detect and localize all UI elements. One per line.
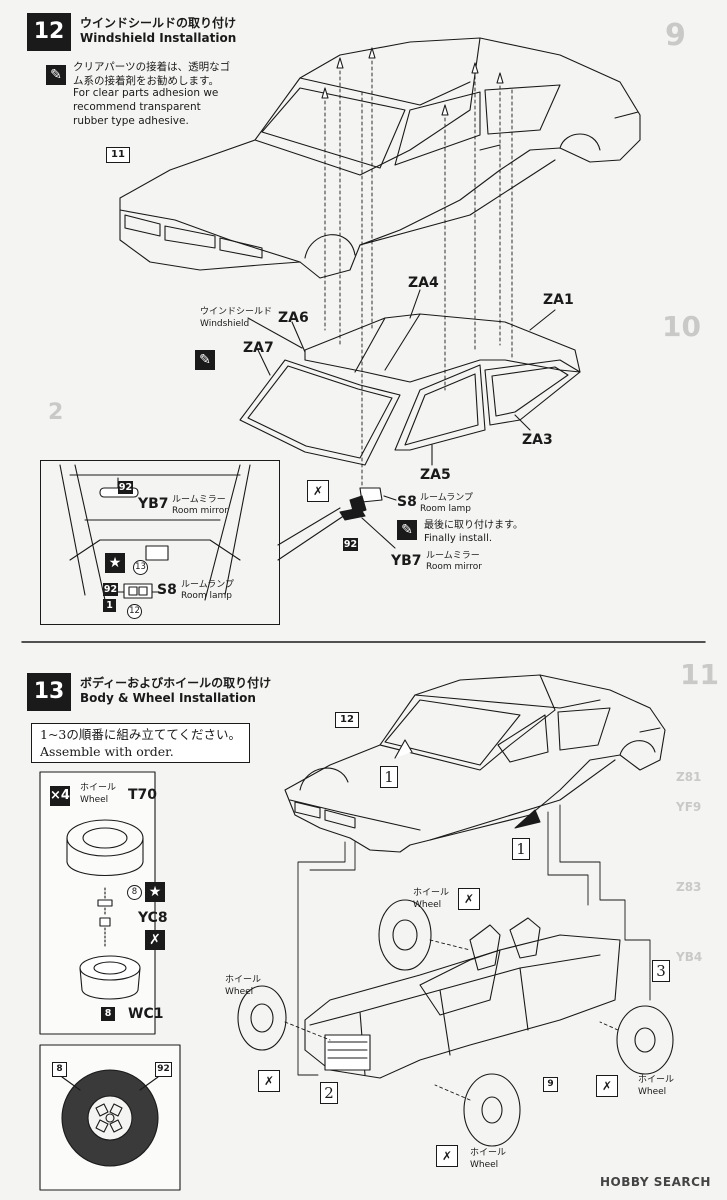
cement-icon: ✗ bbox=[307, 480, 329, 502]
wheel-rear-right bbox=[616, 1005, 674, 1075]
finally-install-en: Finally install. bbox=[424, 533, 493, 544]
assembly-order-jp: 1~3の順番に組み立ててください。 bbox=[40, 727, 242, 742]
chassis-ref-9: 9 bbox=[543, 1077, 558, 1092]
part-za6: ZA6 bbox=[278, 310, 309, 326]
inset-lamp-color-1: 1 bbox=[103, 599, 116, 612]
car-body-12 bbox=[284, 674, 666, 853]
room-lamp-jp: ルームランプ bbox=[420, 493, 474, 503]
star-icon: ★ bbox=[105, 553, 125, 573]
windshield-label-en: Windshield bbox=[200, 319, 250, 329]
ghost-code-3: Z83 bbox=[676, 880, 702, 894]
ghost-code-2: YF9 bbox=[676, 800, 702, 814]
tire-code: T70 bbox=[128, 787, 158, 803]
step-13-title-jp: ボディーおよびホイールの取り付け bbox=[80, 676, 272, 690]
part-za5: ZA5 bbox=[420, 467, 451, 483]
room-lamp-en: Room lamp bbox=[420, 504, 471, 514]
cement-icon-3: ✗ bbox=[458, 888, 480, 910]
ghost-step-10: 10 bbox=[662, 310, 701, 343]
step-12-number: 12 bbox=[27, 13, 71, 51]
inset-mirror-jp: ルームミラー bbox=[172, 495, 226, 505]
step-13-title-en: Body & Wheel Installation bbox=[80, 691, 256, 705]
watermark: HOBBY SEARCH bbox=[600, 1175, 711, 1189]
inset-lamp-color-92: 92 bbox=[103, 583, 118, 596]
wheel-fr-jp: ホイール bbox=[470, 1148, 507, 1158]
wheel-rl-jp: ホイール bbox=[413, 888, 450, 898]
body-ref-11: 11 bbox=[106, 147, 130, 163]
inset-lamp-code: S8 bbox=[157, 582, 177, 598]
ghost-step-11: 11 bbox=[680, 658, 719, 691]
glue-icon-3: ✎ bbox=[397, 520, 417, 540]
wheel-rr-jp: ホイール bbox=[638, 1075, 675, 1085]
adhesive-note-en: For clear parts adhesion we recommend tr… bbox=[73, 87, 219, 127]
inset-lamp-en: Room lamp bbox=[181, 591, 232, 601]
inset-mirror-en: Room mirror bbox=[172, 506, 229, 516]
wheel-front-right bbox=[463, 1073, 521, 1147]
wheel-color-8: 8 bbox=[52, 1062, 67, 1077]
inset-circle-12: 12 bbox=[127, 604, 142, 619]
step-12-title-en: Windshield Installation bbox=[80, 31, 237, 45]
chassis-9 bbox=[304, 917, 621, 1079]
part-za4: ZA4 bbox=[408, 275, 439, 291]
part-za7: ZA7 bbox=[243, 340, 274, 356]
inset-circle-13: 13 bbox=[133, 560, 148, 575]
part-wc1: WC1 bbox=[128, 1006, 164, 1022]
cement-icon-2: ✗ bbox=[145, 930, 165, 950]
inset-lamp-jp: ルームランプ bbox=[181, 580, 235, 590]
ghost-code-4: YB4 bbox=[676, 950, 703, 964]
wheel-label-jp: ホイール bbox=[80, 783, 117, 793]
part-za1: ZA1 bbox=[543, 292, 574, 308]
wheel-front-left bbox=[237, 985, 287, 1051]
windshield-label-jp: ウインドシールド bbox=[200, 307, 273, 317]
wheel-fr-en: Wheel bbox=[470, 1160, 499, 1170]
ghost-code-1: Z81 bbox=[676, 770, 702, 784]
ghost-step-2: 2 bbox=[48, 400, 64, 425]
seq-3: 3 bbox=[652, 960, 670, 982]
wheel-fl-en: Wheel bbox=[225, 987, 254, 997]
body-ref-12: 12 bbox=[335, 712, 359, 728]
cement-icon-6: ✗ bbox=[436, 1145, 458, 1167]
assembly-order-note: 1~3の順番に組み立ててください。 Assemble with order. bbox=[31, 723, 251, 763]
cement-icon-4: ✗ bbox=[258, 1070, 280, 1092]
wheel-rear-left bbox=[378, 899, 432, 971]
paint-92: 92 bbox=[343, 538, 358, 551]
circle-8: 8 bbox=[127, 885, 142, 900]
wheel-rl-en: Wheel bbox=[413, 900, 442, 910]
step-13-number: 13 bbox=[27, 673, 71, 711]
glue-icon: ✎ bbox=[46, 65, 66, 85]
quantity-badge: ×4 bbox=[50, 786, 70, 806]
inset-mirror-color: 92 bbox=[118, 481, 133, 494]
wc1-color: 8 bbox=[101, 1007, 115, 1021]
seq-1-a: 1 bbox=[380, 766, 398, 788]
part-yc8: YC8 bbox=[138, 910, 168, 926]
room-mirror-jp: ルームミラー bbox=[426, 551, 480, 561]
glue-icon-2: ✎ bbox=[195, 350, 215, 370]
inset-mirror-code: YB7 bbox=[138, 496, 169, 512]
wheel-label-en: Wheel bbox=[80, 795, 109, 805]
step-12-title-jp: ウインドシールドの取り付け bbox=[80, 16, 237, 30]
finally-install-jp: 最後に取り付けます。 bbox=[424, 520, 523, 531]
ghost-step-9: 9 bbox=[665, 18, 686, 53]
part-za3: ZA3 bbox=[522, 432, 553, 448]
assembly-order-en: Assemble with order. bbox=[40, 744, 174, 759]
windshield-glass bbox=[239, 359, 401, 466]
wheel-color-92: 92 bbox=[155, 1062, 172, 1077]
adhesive-note-jp: クリアパーツの接着は、透明なゴム系の接着剤をお勧めします。 bbox=[73, 61, 231, 87]
wheel-fl-jp: ホイール bbox=[225, 975, 262, 985]
room-mirror-en: Room mirror bbox=[426, 562, 483, 572]
seq-1-b: 1 bbox=[512, 838, 530, 860]
star-icon-2: ★ bbox=[145, 882, 165, 902]
wheel-rr-en: Wheel bbox=[638, 1087, 667, 1097]
room-lamp-code: S8 bbox=[397, 494, 417, 510]
cement-icon-5: ✗ bbox=[596, 1075, 618, 1097]
room-mirror-code: YB7 bbox=[391, 553, 422, 569]
interior-inset bbox=[40, 460, 280, 625]
seq-2: 2 bbox=[320, 1082, 338, 1104]
